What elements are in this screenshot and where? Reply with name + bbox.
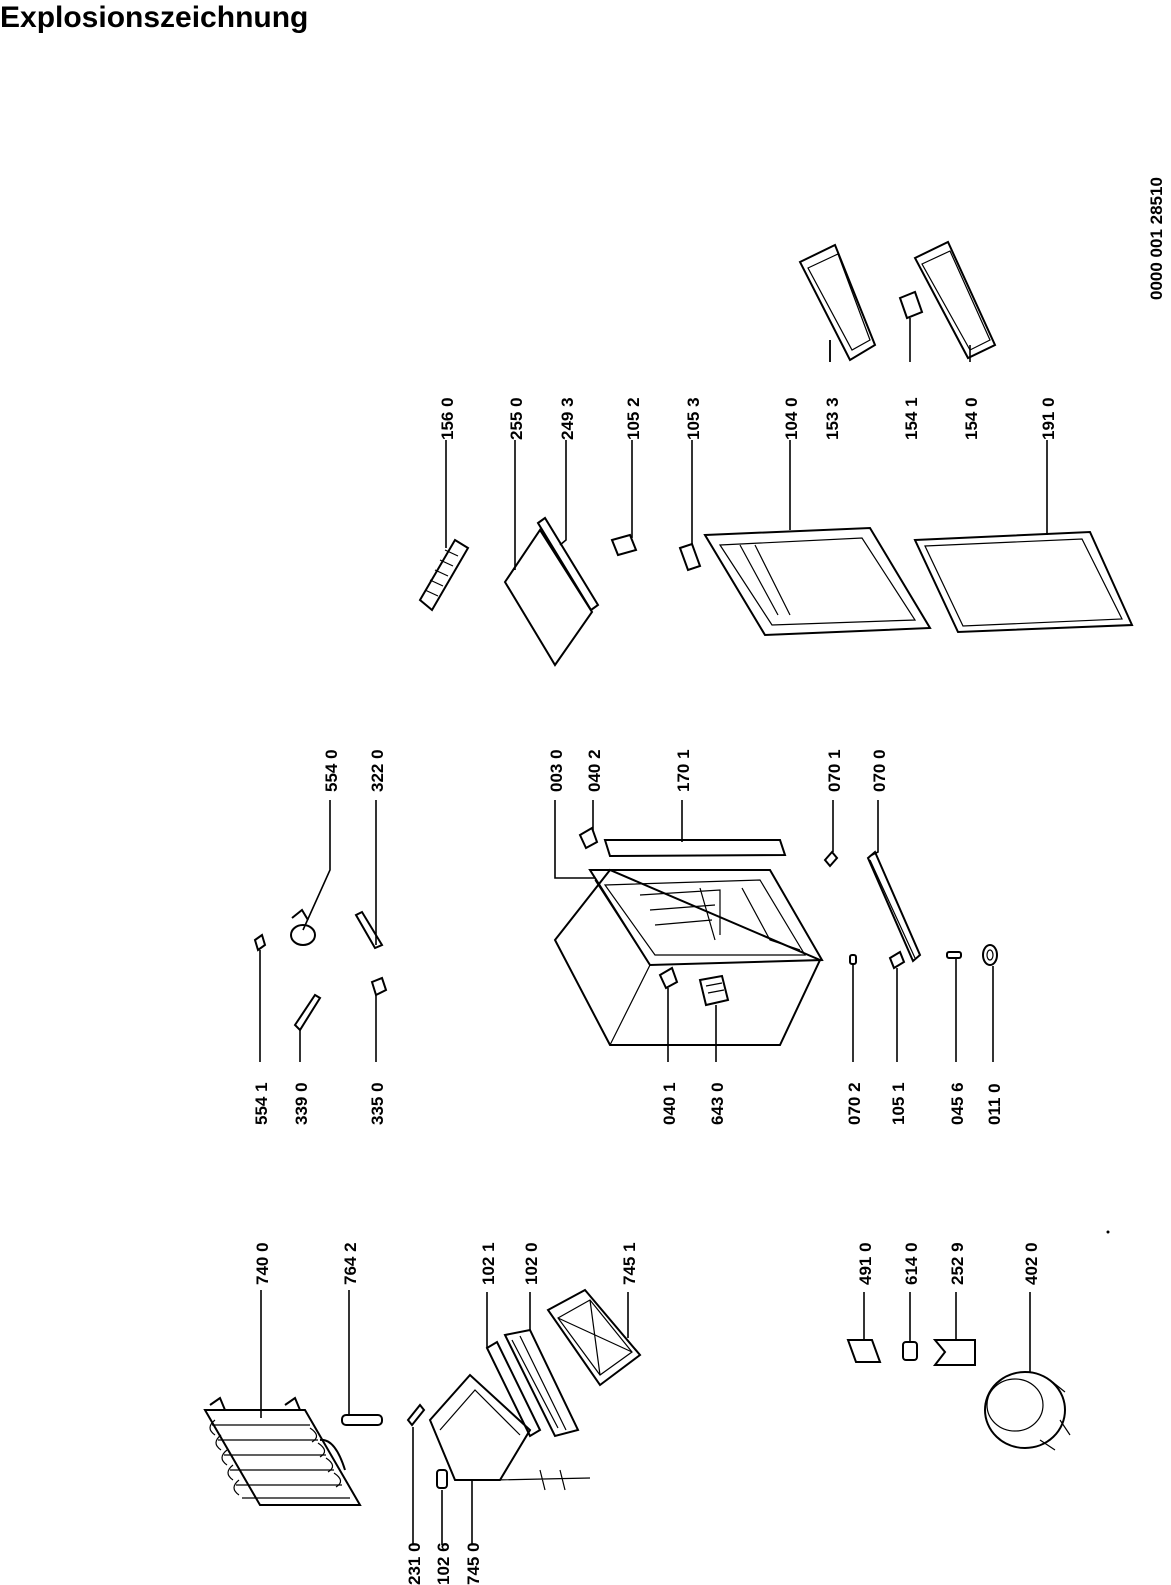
filter-dryer-part [341, 1414, 383, 1426]
control-panel-part [698, 974, 730, 1007]
label-643-0: 643 0 [708, 1082, 727, 1125]
door-handle-part [678, 542, 702, 572]
label-102-6: 102 6 [434, 1542, 453, 1585]
label-153-3: 153 3 [823, 397, 842, 440]
foot-part [823, 850, 839, 868]
hinge-pin-part [888, 950, 906, 970]
label-102-0: 102 0 [522, 1242, 541, 1285]
clip-part [406, 1403, 426, 1427]
upper-hinge-part [610, 533, 638, 557]
lamp-cover-part [293, 993, 322, 1032]
label-231-0: 231 0 [405, 1542, 424, 1585]
label-554-1: 554 1 [252, 1082, 271, 1125]
condenser-coil-part [203, 1396, 362, 1506]
label-740-0: 740 0 [253, 1242, 272, 1285]
frame-strip-part [485, 1340, 542, 1438]
label-402-0: 402 0 [1022, 1242, 1041, 1285]
drip-tray-part [546, 1288, 642, 1387]
label-003-0: 003 0 [547, 749, 566, 792]
trim-strip-part [603, 839, 787, 858]
label-070-0: 070 0 [870, 749, 889, 792]
drawer-front-part [503, 1328, 580, 1438]
label-322-0: 322 0 [368, 749, 387, 792]
cabinet-part [553, 868, 824, 1046]
washer-part [982, 944, 998, 966]
hinge-top-part [578, 826, 599, 850]
label-491-0: 491 0 [856, 1242, 875, 1285]
label-102-1: 102 1 [479, 1242, 498, 1285]
base-rail-part [866, 850, 922, 963]
bottle-holder-part [898, 290, 924, 320]
page-title: Explosionszeichnung [0, 1, 309, 34]
label-104-0: 104 0 [782, 397, 801, 440]
label-154-0: 154 0 [962, 397, 981, 440]
hinge-bottom-part [658, 966, 679, 990]
label-070-2: 070 2 [845, 1082, 864, 1125]
label-745-1: 745 1 [620, 1242, 639, 1285]
label-335-0: 335 0 [368, 1082, 387, 1125]
door-gasket-part [913, 530, 1134, 634]
label-156-0: 156 0 [438, 397, 457, 440]
label-105-2: 105 2 [624, 397, 643, 440]
thermostat-part [290, 908, 316, 946]
foot-small-part [849, 954, 857, 965]
door-shelf-2-part [913, 240, 997, 360]
bolt-part [946, 951, 962, 959]
document-number: 0000 001 28510 [1147, 177, 1166, 300]
label-339-0: 339 0 [292, 1082, 311, 1125]
shelf-part [503, 528, 594, 667]
label-745-0: 745 0 [464, 1542, 483, 1585]
label-045-6: 045 6 [948, 1082, 967, 1125]
label-191-0: 191 0 [1039, 397, 1058, 440]
label-105-1: 105 1 [889, 1082, 908, 1125]
relay-cover-part [846, 1339, 882, 1363]
label-011-0: 011 0 [985, 1083, 1004, 1125]
label-170-1: 170 1 [674, 749, 693, 792]
relay-part [902, 1341, 918, 1361]
label-252-9: 252 9 [948, 1242, 967, 1285]
label-249-3: 249 3 [558, 397, 577, 440]
drawer-body-part [428, 1373, 591, 1491]
label-554-0: 554 0 [322, 749, 341, 792]
small-plug-part [436, 1469, 448, 1489]
shelf-trim-part [536, 516, 600, 612]
label-614-0: 614 0 [902, 1242, 921, 1285]
label-040-1: 040 1 [660, 1082, 679, 1125]
label-105-3: 105 3 [684, 397, 703, 440]
lamp-part [354, 910, 384, 950]
door-shelf-1-part [798, 243, 877, 362]
label-255-0: 255 0 [507, 397, 526, 440]
label-070-1: 070 1 [825, 749, 844, 792]
label-040-2: 040 2 [585, 749, 604, 792]
egg-tray-part [418, 538, 470, 612]
thermostat-clip-part [253, 933, 267, 952]
starter-part [932, 1339, 976, 1366]
lamp-socket-part [370, 976, 388, 997]
door-part [703, 526, 932, 637]
compressor-part [984, 1371, 1071, 1451]
label-764-2: 764 2 [341, 1242, 360, 1285]
label-154-1: 154 1 [902, 397, 921, 440]
